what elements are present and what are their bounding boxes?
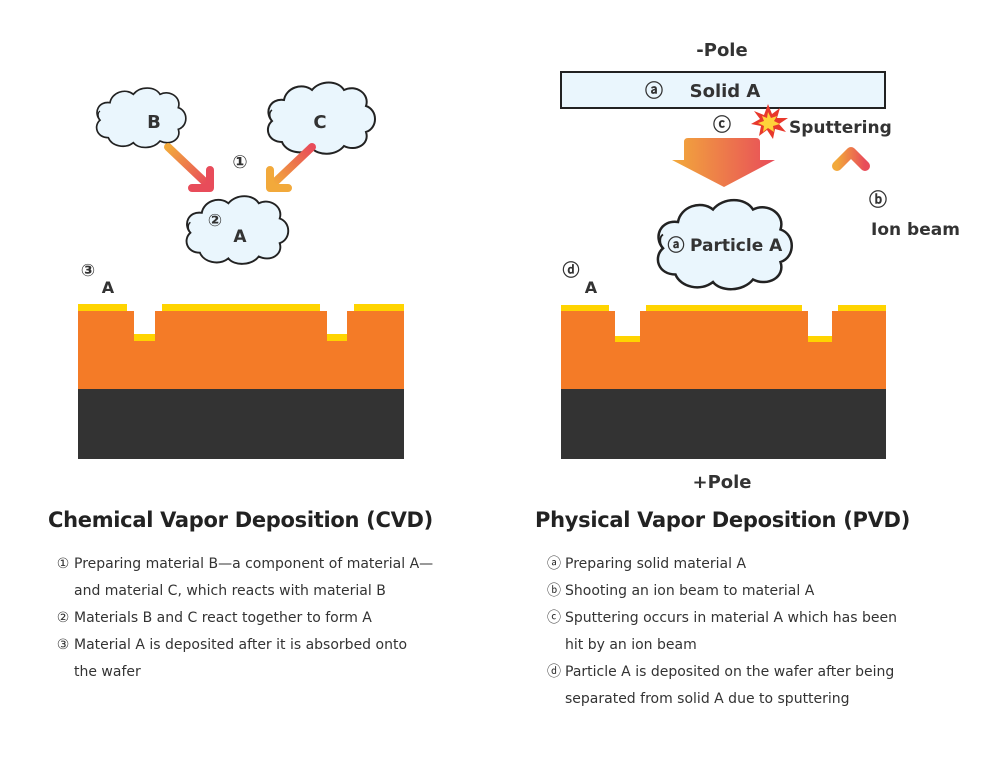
step-text: Material A is deposited after it is abso… xyxy=(74,637,408,653)
arrow-b-to-a-icon xyxy=(164,143,214,192)
negative-pole-label: -Pole xyxy=(696,40,747,61)
step-text: hit by an ion beam xyxy=(565,637,697,653)
step-marker: ② xyxy=(56,610,70,626)
step-text: the wafer xyxy=(74,664,141,680)
pvd-step-a: ⓐ Preparing solid material A xyxy=(545,551,965,578)
step3-marker: ③ xyxy=(81,261,95,281)
pvd-steps: ⓐ Preparing solid material A ⓑ Shooting … xyxy=(545,551,965,713)
particle-a-label: Particle A xyxy=(690,236,783,256)
particle-flow-arrow-icon xyxy=(672,138,775,187)
wafer-substrate xyxy=(561,311,886,389)
wafer-substrate xyxy=(78,311,404,389)
step-text: Shooting an ion beam to material A xyxy=(565,583,815,599)
cloud-b-label: B xyxy=(147,112,161,133)
step-marker: ⓓ xyxy=(547,664,561,680)
step-marker: ⓑ xyxy=(547,583,561,599)
step-marker: ① xyxy=(56,556,70,572)
step-text: separated from solid A due to sputtering xyxy=(565,691,850,707)
step-text: and material C, which reacts with materi… xyxy=(74,583,386,599)
step-text: Particle A is deposited on the wafer aft… xyxy=(565,664,895,680)
sputter-marker: ⓒ xyxy=(713,114,731,136)
step1-marker: ① xyxy=(232,152,247,173)
pvd-step-b: ⓑ Shooting an ion beam to material A xyxy=(545,578,965,605)
sputtering-label: Sputtering xyxy=(789,118,892,138)
step-marker: ⓒ xyxy=(547,610,561,626)
cloud-a: ② xyxy=(185,195,290,265)
cvd-step-3: ③ Material A is deposited after it is ab… xyxy=(54,632,474,686)
wafer xyxy=(78,304,404,459)
deposit-marker: ⓓ xyxy=(563,260,580,281)
wafer-base xyxy=(561,389,886,459)
step-text: Preparing solid material A xyxy=(565,556,747,572)
step-text: Sputtering occurs in material A which ha… xyxy=(565,610,897,626)
ion-beam-arrow-icon xyxy=(832,147,870,297)
pvd-diagram: -Pole ⓐ Solid A ⓒ Sputtering ⓑ Ion beam … xyxy=(560,40,960,493)
cloud-b: B xyxy=(95,87,187,149)
cloud-particle-a: ⓐ Particle A xyxy=(656,198,794,291)
cvd-step-2: ② Materials B and C react together to fo… xyxy=(54,605,474,632)
solid-a-target xyxy=(560,71,886,109)
step-text: Preparing material B—a component of mate… xyxy=(74,556,434,572)
step-marker: ⓐ xyxy=(547,556,561,572)
ion-beam-label: Ion beam xyxy=(871,220,960,240)
cvd-steps: ① Preparing material B—a component of ma… xyxy=(54,551,474,686)
step-marker: ③ xyxy=(56,637,70,653)
explosion-icon xyxy=(751,104,788,139)
pvd-title: Physical Vapor Deposition (PVD) xyxy=(535,508,910,532)
cvd-step-1: ① Preparing material B—a component of ma… xyxy=(54,551,474,605)
particle-a-marker: ⓐ xyxy=(668,235,685,256)
wafer-base xyxy=(78,389,404,459)
deposit-label: A xyxy=(102,278,115,297)
pvd-step-c: ⓒ Sputtering occurs in material A which … xyxy=(545,605,965,659)
step2-marker: ② xyxy=(208,211,222,231)
deposit-label: A xyxy=(585,278,598,297)
cvd-title: Chemical Vapor Deposition (CVD) xyxy=(48,508,433,532)
wafer xyxy=(561,305,886,459)
solid-a-label: Solid A xyxy=(690,81,761,102)
cvd-diagram: B C ① ② A ③ A xyxy=(78,81,404,459)
step-text: Materials B and C react together to form… xyxy=(74,610,372,626)
cloud-a-label: A xyxy=(233,227,247,247)
positive-pole-label: +Pole xyxy=(692,472,751,493)
ion-beam-marker: ⓑ xyxy=(869,189,887,211)
pvd-step-d: ⓓ Particle A is deposited on the wafer a… xyxy=(545,659,965,713)
cloud-c: C xyxy=(266,81,377,155)
deposition-diagram: B C ① ② A ③ A xyxy=(78,40,960,493)
solid-a-marker: ⓐ xyxy=(645,80,663,102)
cloud-c-label: C xyxy=(313,112,326,133)
arrow-c-to-a-icon xyxy=(266,143,316,192)
